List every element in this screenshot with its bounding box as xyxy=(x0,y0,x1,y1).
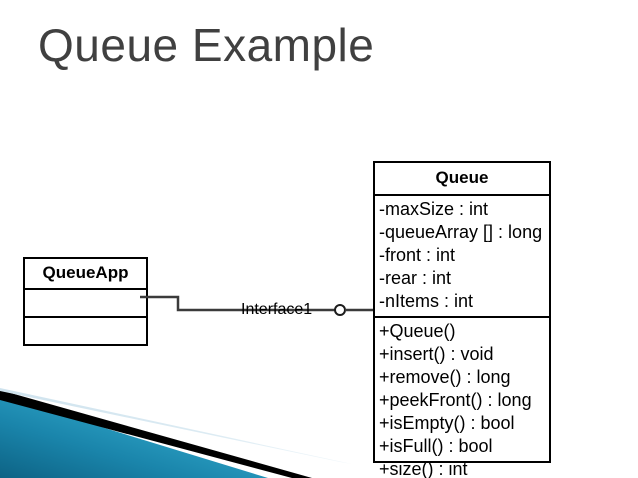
uml-method: +size() : int xyxy=(379,458,468,478)
uml-attribute: -nItems : int xyxy=(379,290,474,311)
uml-methods-compartment-queueapp xyxy=(25,315,146,345)
uml-methods-compartment-queue: +Queue() +insert() : void +remove() : lo… xyxy=(375,315,549,478)
uml-attribute: -rear : int xyxy=(379,267,452,288)
pale-wedge xyxy=(0,388,352,464)
uml-class-queueapp[interactable]: QueueApp xyxy=(23,257,148,346)
lollipop-interface-icon xyxy=(334,304,346,316)
page-title: Queue Example xyxy=(38,19,375,71)
uml-attributes-compartment-queue: -maxSize : int -queueArray [] : long -fr… xyxy=(375,193,549,316)
uml-class-name-queueapp: QueueApp xyxy=(42,263,129,282)
uml-attribute: -maxSize : int xyxy=(379,198,489,219)
uml-method: +isFull() : bool xyxy=(379,435,493,456)
uml-method: +insert() : void xyxy=(379,343,494,364)
uml-attribute: -front : int xyxy=(379,244,456,265)
uml-class-queue[interactable]: Queue -maxSize : int -queueArray [] : lo… xyxy=(373,161,551,478)
uml-class-name-queue: Queue xyxy=(435,168,489,187)
interface-label: Interface1 xyxy=(241,301,313,318)
uml-method: +remove() : long xyxy=(379,366,511,387)
uml-method: +peekFront() : long xyxy=(379,389,532,410)
flow-theme-corner-graphic xyxy=(0,388,352,478)
uml-method: +Queue() xyxy=(379,320,456,341)
teal-wedge xyxy=(0,396,268,478)
black-stripe xyxy=(0,390,312,478)
uml-method: +isEmpty() : bool xyxy=(379,412,515,433)
uml-attributes-compartment-queueapp xyxy=(25,287,146,316)
uml-attribute: -queueArray [] : long xyxy=(379,221,543,242)
